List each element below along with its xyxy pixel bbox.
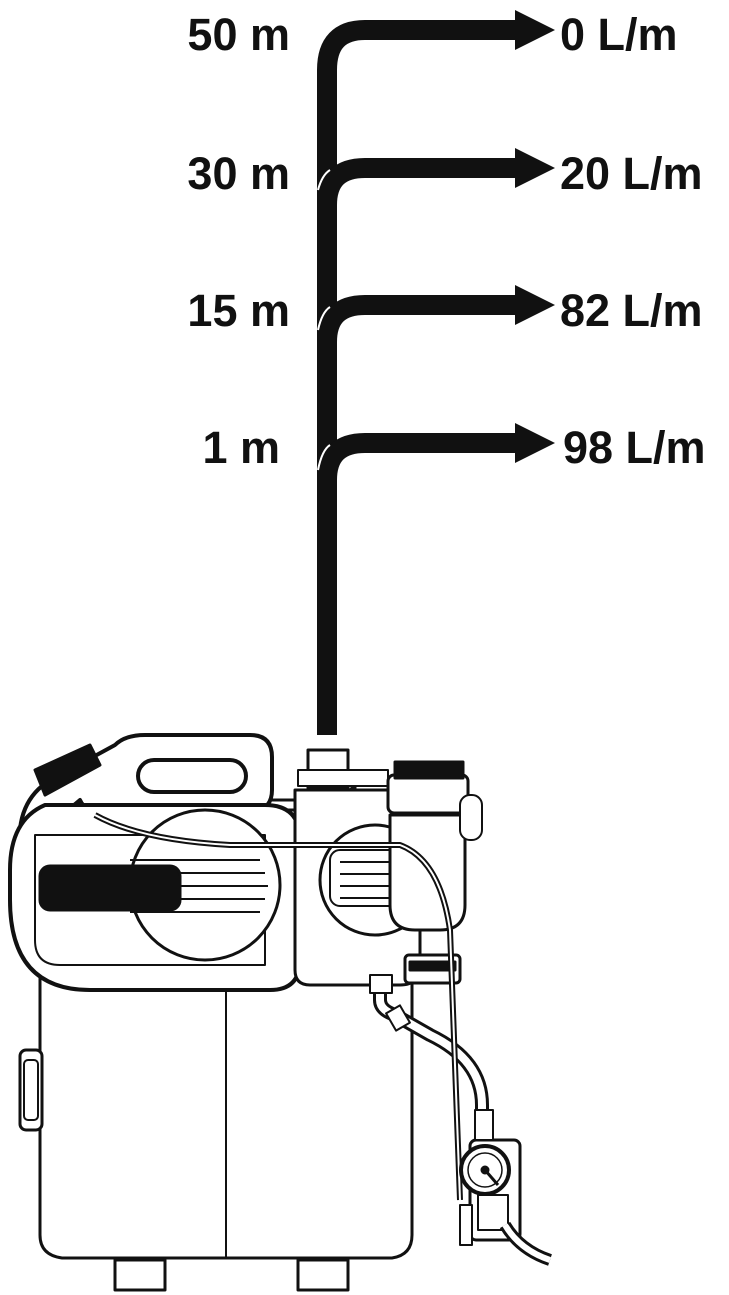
pipe-separators <box>317 169 331 471</box>
flow-label-82: 82 L/m <box>560 285 703 336</box>
arrow-right-icon <box>515 285 555 325</box>
arrow-right-icon <box>515 10 555 50</box>
height-label-1m: 1 m <box>202 422 280 473</box>
flow-pipes <box>317 20 520 735</box>
arrow-right-icon <box>515 148 555 188</box>
height-label-30m: 30 m <box>187 148 290 199</box>
height-label-50m: 50 m <box>187 9 290 60</box>
pump-illustration <box>8 733 553 1292</box>
height-label-15m: 15 m <box>187 285 290 336</box>
pipe-1m <box>317 433 520 520</box>
flow-label-0: 0 L/m <box>560 9 678 60</box>
filter-cap <box>386 773 470 815</box>
flow-label-20: 20 L/m <box>560 148 703 199</box>
pipe-15m <box>317 295 520 380</box>
pipe-30m <box>317 158 520 240</box>
pipe-50m <box>317 20 520 735</box>
flow-label-98: 98 L/m <box>563 422 706 473</box>
arrow-heads <box>515 10 555 463</box>
arrow-right-icon <box>515 423 555 463</box>
